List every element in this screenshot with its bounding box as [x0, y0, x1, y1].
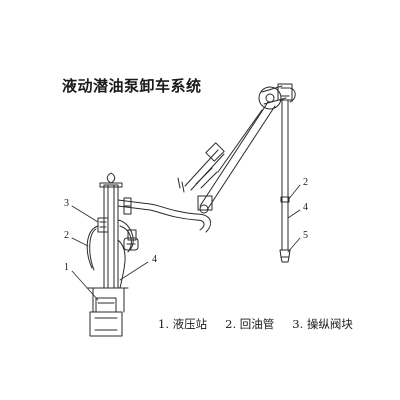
legend-item-hydraulic-station: 1. 液压站 [158, 317, 208, 331]
legend-item-return-oil-pipe: 2. 回油管 [225, 317, 275, 331]
top-swivel [258, 83, 296, 110]
inner-elbow [195, 195, 213, 233]
vertical-drop-pipe [279, 99, 291, 263]
riser-column [99, 172, 123, 289]
center-hose [117, 239, 126, 289]
leader-lines [71, 184, 301, 301]
control-valve-block [97, 217, 109, 233]
callout-3-left: 3 [64, 198, 69, 209]
inner-arm [117, 197, 197, 253]
diagram-title: 液动潜油泵卸车系统 [62, 77, 202, 95]
callout-5-right: 5 [303, 230, 308, 241]
outer-arm [199, 101, 276, 211]
callout-1-left: 1 [64, 262, 69, 273]
hydraulic-cylinder [177, 142, 225, 193]
callout-4-center: 4 [152, 254, 157, 265]
callout-2-left: 2 [64, 230, 69, 241]
legend-item-control-valve-block: 3. 操纵阀块 [292, 317, 353, 331]
legend: 1. 液压站 2. 回油管 3. 操纵阀块 [158, 316, 353, 332]
hydraulic-station [89, 297, 123, 337]
return-oil-hose-left [86, 225, 99, 271]
callout-2-right: 2 [303, 177, 308, 188]
base-frame [86, 287, 129, 313]
callout-4-right: 4 [303, 202, 308, 213]
